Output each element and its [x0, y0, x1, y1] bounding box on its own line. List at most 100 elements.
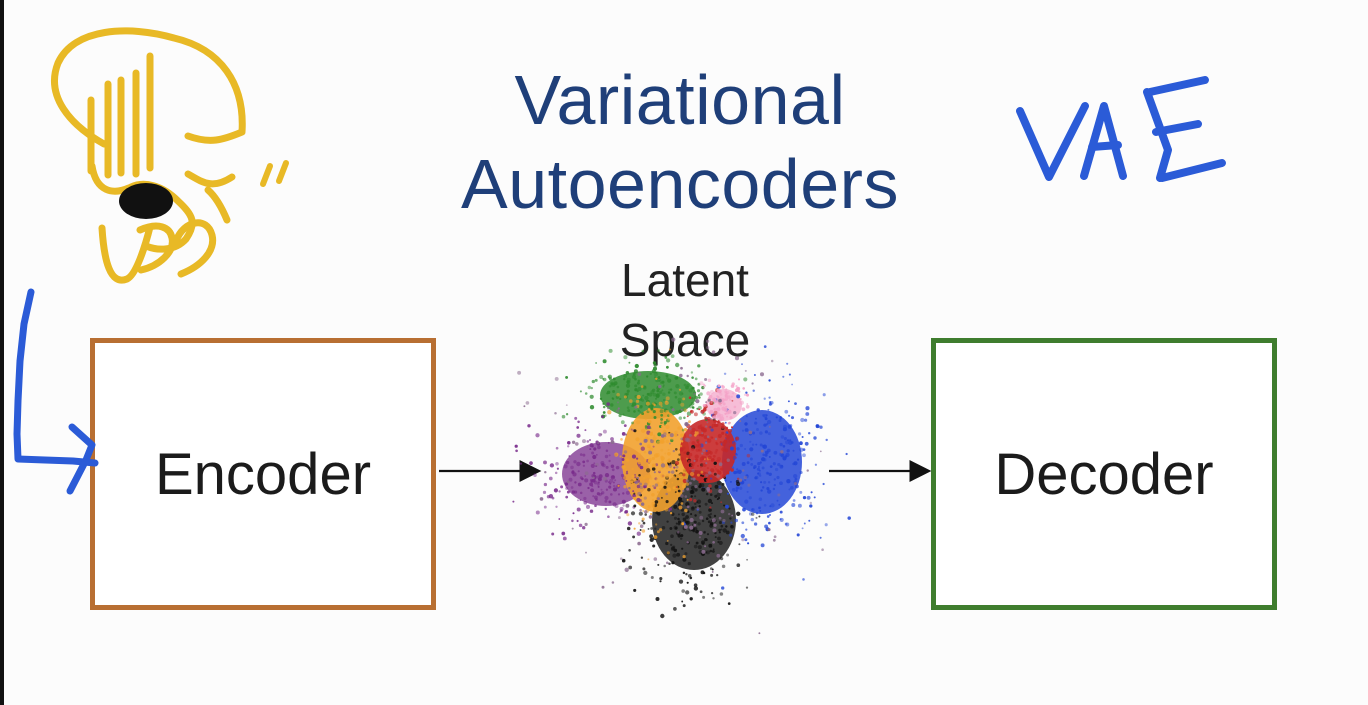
latent-space-point	[696, 440, 700, 444]
latent-space-point	[675, 486, 678, 489]
latent-space-point	[677, 517, 680, 521]
latent-space-point	[598, 433, 602, 437]
latent-space-point	[657, 563, 660, 566]
latent-space-point	[741, 462, 746, 466]
latent-space-point	[612, 390, 616, 393]
latent-space-point	[614, 452, 619, 457]
latent-space-point	[643, 496, 647, 500]
latent-space-point	[662, 385, 665, 388]
latent-space-point	[794, 402, 797, 405]
latent-space-point	[716, 414, 721, 419]
latent-space-point	[702, 571, 706, 575]
latent-space-point	[739, 443, 743, 448]
latent-space-point	[689, 409, 694, 414]
latent-space-point	[698, 433, 702, 437]
latent-space-point	[617, 401, 619, 404]
latent-space-point	[600, 460, 605, 465]
latent-space-point	[725, 431, 729, 435]
latent-space-point	[716, 412, 721, 417]
latent-space-point	[769, 514, 771, 516]
latent-space-point	[565, 375, 569, 379]
latent-space-point	[708, 543, 713, 548]
latent-space-point	[740, 533, 745, 539]
latent-space-point	[721, 564, 726, 569]
latent-space-point	[607, 515, 610, 518]
latent-space-point	[686, 415, 689, 418]
latent-space-point	[619, 557, 623, 561]
latent-space-point	[656, 530, 660, 534]
latent-space-point	[693, 586, 699, 591]
latent-space-point	[641, 529, 646, 533]
latent-space-point	[666, 487, 672, 492]
latent-space-point	[691, 506, 695, 510]
latent-space-point	[764, 450, 769, 455]
latent-space-point	[756, 408, 760, 412]
latent-space-point	[551, 496, 555, 500]
latent-space-point	[797, 503, 802, 508]
latent-space-point	[620, 420, 625, 425]
latent-space-point	[716, 395, 719, 398]
latent-space-label-line-1: Latent	[621, 254, 749, 306]
latent-space-point	[694, 484, 698, 489]
latent-space-point	[794, 484, 799, 489]
latent-space-point	[593, 462, 596, 465]
latent-space-point	[654, 376, 656, 379]
latent-space-point	[660, 417, 664, 421]
latent-space-point	[579, 453, 583, 456]
latent-space-point	[717, 384, 721, 388]
latent-space-point	[646, 392, 650, 396]
latent-space-point	[589, 405, 595, 410]
latent-space-point	[721, 385, 725, 389]
latent-space-point	[657, 512, 661, 516]
latent-space-point	[691, 489, 694, 493]
latent-space-point	[716, 384, 721, 389]
latent-space-point	[731, 487, 736, 492]
latent-space-point	[775, 416, 778, 419]
latent-space-point	[696, 501, 699, 504]
latent-space-point	[512, 500, 515, 503]
latent-space-point	[655, 403, 658, 405]
latent-space-point	[805, 412, 810, 416]
latent-space-point	[623, 373, 628, 378]
latent-space-point	[590, 479, 594, 483]
latent-space-point	[691, 464, 695, 467]
latent-space-point	[699, 443, 704, 448]
latent-space-point	[619, 506, 624, 511]
latent-space-point	[729, 517, 732, 520]
latent-space-point	[764, 417, 768, 421]
latent-space-point	[718, 516, 722, 520]
latent-space-point	[705, 473, 709, 477]
latent-space-point	[722, 443, 726, 446]
latent-space-point	[822, 482, 825, 486]
latent-space-point	[802, 453, 806, 458]
latent-space-point	[688, 388, 693, 393]
latent-space-point	[713, 472, 717, 476]
latent-space-point	[631, 467, 634, 471]
latent-space-point	[744, 499, 749, 504]
latent-space-point	[798, 432, 802, 436]
latent-space-point	[705, 441, 708, 444]
latent-space-point	[750, 517, 755, 522]
latent-space-point	[640, 385, 644, 388]
latent-space-point	[686, 423, 691, 429]
latent-space-point	[612, 475, 615, 478]
latent-space-point	[688, 396, 692, 400]
latent-space-point	[673, 391, 677, 395]
latent-space-point	[564, 482, 569, 486]
latent-space-point	[709, 506, 712, 509]
latent-space-point	[676, 477, 680, 481]
latent-space-point	[711, 413, 716, 419]
latent-space-point	[743, 475, 748, 480]
latent-space-point	[634, 405, 638, 409]
latent-space-point	[544, 470, 547, 474]
latent-space-point	[721, 425, 725, 429]
latent-space-point	[702, 462, 707, 468]
latent-space-point	[809, 504, 813, 508]
latent-space-point	[680, 457, 684, 461]
latent-space-point	[588, 438, 592, 442]
latent-space-point	[766, 448, 771, 453]
latent-space-point	[721, 474, 726, 479]
latent-space-point	[640, 556, 644, 559]
latent-space-point	[737, 390, 741, 393]
latent-space-point	[661, 380, 665, 384]
